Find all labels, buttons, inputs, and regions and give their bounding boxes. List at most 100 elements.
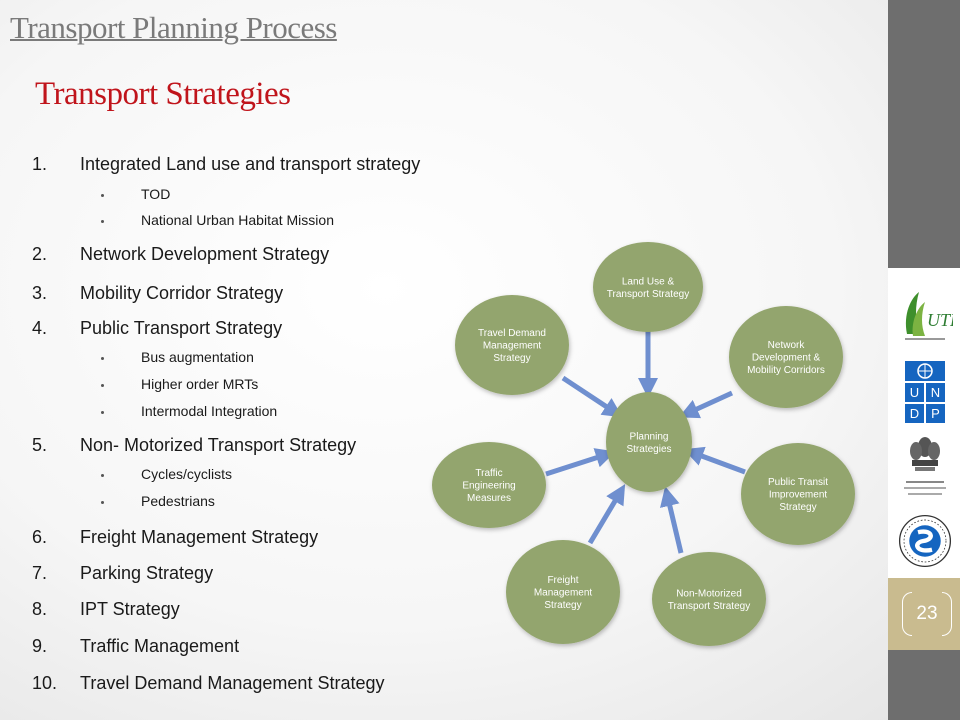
item-number: 5. bbox=[32, 435, 48, 455]
node-non-motorized-label: Transport Strategy bbox=[668, 601, 750, 612]
node-freight-label: Freight bbox=[547, 575, 578, 586]
sub-item: Intermodal Integration bbox=[100, 403, 278, 419]
item-label: Travel Demand Management Strategy bbox=[80, 673, 385, 693]
list-item: 7. Parking Strategy bbox=[32, 563, 213, 584]
right-bracket bbox=[942, 592, 952, 636]
page-title: Transport Planning Process bbox=[10, 10, 337, 45]
item-label: Public Transport Strategy bbox=[80, 318, 283, 338]
item-label: Network Development Strategy bbox=[80, 244, 330, 264]
arrow bbox=[561, 375, 623, 418]
list-item: 1. Integrated Land use and transport stra… bbox=[32, 154, 420, 175]
node-travel-demand-label: Strategy bbox=[493, 353, 530, 364]
node-non-motorized-label: Non-Motorized bbox=[676, 588, 742, 599]
center-node-planning-strategies-label: Strategies bbox=[626, 444, 671, 455]
node-freight-shape bbox=[506, 540, 620, 644]
svg-text:N: N bbox=[931, 385, 940, 400]
page-subtitle: Transport Strategies bbox=[35, 76, 291, 112]
node-land-use-shape bbox=[593, 242, 703, 332]
list-item: 5. Non- Motorized Transport Strategy bbox=[32, 435, 356, 456]
node-freight-label: Management bbox=[534, 588, 593, 599]
sub-item-label: Pedestrians bbox=[141, 493, 215, 509]
item-label: Freight Management Strategy bbox=[80, 527, 319, 547]
svg-text:UTP: UTP bbox=[927, 310, 953, 330]
item-number: 3. bbox=[32, 283, 48, 303]
node-public-transit-label: Improvement bbox=[769, 490, 828, 501]
sub-item: National Urban Habitat Mission bbox=[101, 212, 334, 228]
node-public-transit-label: Public Transit bbox=[768, 477, 828, 488]
node-public-transit-label: Strategy bbox=[779, 502, 816, 513]
item-number: 1. bbox=[32, 154, 48, 174]
sub-item-label: TOD bbox=[141, 186, 171, 202]
node-travel-demand-label: Management bbox=[483, 341, 542, 352]
sub-item: Bus augmentation bbox=[101, 349, 254, 365]
node-freight-label: Strategy bbox=[544, 600, 581, 611]
list-item: 2. Network Development Strategy bbox=[32, 244, 329, 265]
node-land-use-label: Land Use & bbox=[622, 276, 675, 287]
page-number-text: 23 bbox=[916, 603, 938, 624]
node-traffic-engineering-shape bbox=[432, 442, 546, 528]
list-item: 8. IPT Strategy bbox=[32, 599, 180, 620]
center-node-planning-strategies-label: Planning bbox=[630, 431, 669, 442]
page-number: 23 bbox=[902, 592, 952, 636]
node-network-shape bbox=[729, 306, 843, 408]
svg-text:D: D bbox=[910, 406, 919, 421]
center-node-planning-strategies-shape bbox=[606, 392, 692, 492]
node-land-use: Land Use & Transport Strategy bbox=[593, 242, 703, 332]
sub-item-label: Bus augmentation bbox=[141, 349, 254, 365]
list-item: 4.Public Transport Strategy bbox=[32, 318, 282, 339]
sub-item-label: Cycles/cyclists bbox=[141, 466, 233, 482]
svg-text:P: P bbox=[931, 406, 940, 421]
sub-item: Higher order MRTs bbox=[100, 376, 259, 392]
node-non-motorized-shape bbox=[652, 552, 766, 646]
arrow bbox=[587, 484, 626, 545]
sub-item-label: Higher order MRTs bbox=[141, 376, 259, 392]
item-number: 2. bbox=[32, 244, 48, 264]
sub-item: Pedestrians bbox=[101, 493, 215, 509]
sub-item-label: National Urban Habitat Mission bbox=[141, 212, 334, 228]
iut-india-logo bbox=[897, 508, 953, 574]
item-label: Non- Motorized Transport Strategy bbox=[80, 435, 357, 455]
undp-logo: U N D P bbox=[897, 360, 953, 424]
page-number-band bbox=[888, 578, 960, 650]
arrow bbox=[660, 486, 684, 554]
item-label: Traffic Management bbox=[80, 636, 240, 656]
node-travel-demand-label: Travel Demand bbox=[478, 328, 546, 339]
node-traffic-engineering-label: Traffic bbox=[475, 468, 502, 479]
ministry-emblem-logo bbox=[897, 432, 953, 502]
item-label: IPT Strategy bbox=[80, 599, 180, 619]
sub-item: Cycles/cyclists bbox=[100, 466, 233, 482]
list-item: 9. Traffic Management bbox=[32, 636, 239, 657]
item-number: 10. bbox=[32, 673, 58, 693]
item-number: 8. bbox=[32, 599, 48, 619]
node-public-transit-shape bbox=[741, 443, 855, 545]
item-number: 6. bbox=[32, 527, 48, 547]
sutp-logo: UTP bbox=[897, 282, 953, 348]
list-item: 3.Mobility Corridor Strategy bbox=[32, 283, 283, 304]
node-network-label: Development & bbox=[752, 353, 821, 364]
arrow bbox=[683, 446, 746, 475]
list-item: 10. Travel Demand Management Strategy bbox=[32, 673, 384, 694]
node-network-label: Mobility Corridors bbox=[747, 365, 825, 376]
node-land-use-label: Transport Strategy bbox=[607, 289, 689, 300]
arrow bbox=[678, 390, 734, 419]
list-item: 6. Freight Management Strategy bbox=[32, 527, 318, 548]
node-traffic-engineering-label: Measures bbox=[467, 493, 511, 504]
item-label: Integrated Land use and transport strate… bbox=[80, 154, 421, 174]
node-travel-demand-shape bbox=[455, 295, 569, 395]
item-number: 9. bbox=[32, 636, 48, 656]
sub-item-label: Intermodal Integration bbox=[141, 403, 278, 419]
item-label: Parking Strategy bbox=[80, 563, 214, 583]
sub-item: TOD bbox=[100, 186, 171, 202]
node-traffic-engineering-label: Engineering bbox=[462, 481, 515, 492]
item-number: 7. bbox=[32, 563, 48, 583]
arrow bbox=[545, 448, 616, 477]
svg-text:U: U bbox=[910, 385, 919, 400]
